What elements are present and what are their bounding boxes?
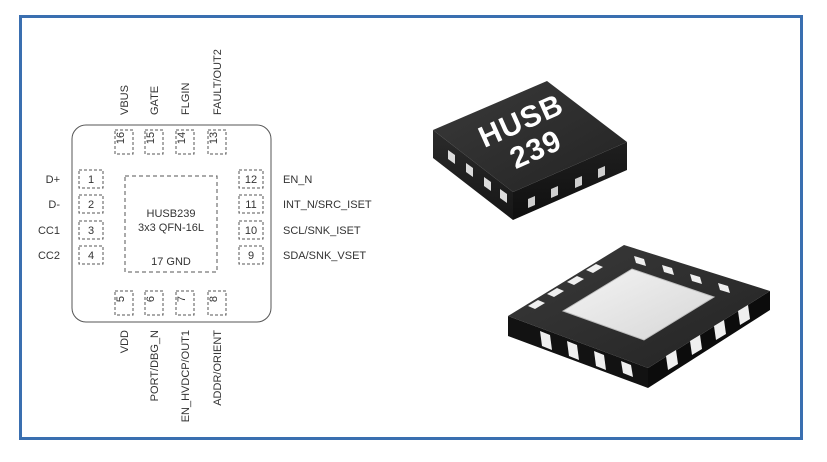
pin-number: 16 <box>115 132 127 144</box>
pin-name: CC2 <box>38 250 60 262</box>
pin-name: VDD <box>119 330 131 353</box>
pin-name: SCL/SNK_ISET <box>283 225 361 237</box>
exposed-pad-3d <box>561 268 716 341</box>
pin-number: 5 <box>115 296 127 302</box>
pin-name: SDA/SNK_VSET <box>283 250 366 262</box>
chip-3d-top-view: HUSB 239 <box>433 81 627 220</box>
pin-right-9: 9 SDA/SNK_VSET <box>238 245 366 265</box>
pin-name: EN_HVDCP/OUT1 <box>180 330 192 422</box>
exposed-pad-label: 17 GND <box>151 256 191 268</box>
pin-name: CC1 <box>38 225 60 237</box>
chip-3d-bottom-view <box>508 245 770 388</box>
pin-name: FLGIN <box>180 83 192 115</box>
pin-name: ADDR/ORIENT <box>212 330 224 406</box>
pin-right-12: 12 EN_N <box>238 169 312 189</box>
pin-bottom-7: 7EN_HVDCP/OUT1 <box>175 290 195 422</box>
pin-number: 4 <box>88 250 94 262</box>
chip-name: HUSB239 <box>147 208 196 220</box>
pin-name: GATE <box>149 86 161 115</box>
pin-number: 8 <box>208 296 220 302</box>
pin-left-4: 4 CC2 <box>38 245 104 265</box>
pin-top-13: 13 FAULT/OUT2 <box>207 49 227 155</box>
pin-name: D- <box>48 199 60 211</box>
pin-number: 1 <box>88 174 94 186</box>
pin-top-14: 14 FLGIN <box>175 83 195 155</box>
pin-name: PORT/DBG_N <box>149 330 161 401</box>
pin-number: 7 <box>176 296 188 302</box>
pin-number: 14 <box>176 132 188 144</box>
pins: 1 D+ 2 D- 3 CC1 4 CC2 12 EN_N 11 INT_N/SRC_ISET 10 SC… <box>38 49 372 422</box>
figure-frame: HUSB239 3x3 QFN-16L 17 GND 1 D+ 2 D- 3 CC1 4 CC… <box>19 15 803 440</box>
pin-number: 13 <box>208 132 220 144</box>
pin-top-16: 16 VBUS <box>114 85 134 155</box>
pin-number: 15 <box>145 132 157 144</box>
pin-name: FAULT/OUT2 <box>212 49 224 115</box>
pin-number: 6 <box>145 296 157 302</box>
pin-number: 2 <box>88 199 94 211</box>
pin-left-2: 2 D- <box>48 194 104 214</box>
pin-number: 10 <box>245 225 257 237</box>
pin-name: D+ <box>46 174 60 186</box>
pin-number: 9 <box>248 250 254 262</box>
pinout-diagram: HUSB239 3x3 QFN-16L 17 GND 1 D+ 2 D- 3 CC1 4 CC… <box>38 49 372 422</box>
pin-name: INT_N/SRC_ISET <box>283 199 372 211</box>
pin-right-11: 11 INT_N/SRC_ISET <box>238 194 372 214</box>
pin-number: 12 <box>245 174 257 186</box>
pin-left-1: 1 D+ <box>46 169 104 189</box>
pin-left-3: 3 CC1 <box>38 220 104 240</box>
pin-top-15: 15 GATE <box>144 86 164 155</box>
exposed-pad-outline <box>124 175 218 273</box>
chip-package: 3x3 QFN-16L <box>138 222 204 234</box>
pin-name: EN_N <box>283 174 312 186</box>
pinout-figure: HUSB239 3x3 QFN-16L 17 GND 1 D+ 2 D- 3 CC1 4 CC… <box>38 49 770 422</box>
pin-right-10: 10 SCL/SNK_ISET <box>238 220 361 240</box>
pin-name: VBUS <box>119 85 131 115</box>
package-outline <box>71 124 272 323</box>
pin-number: 11 <box>245 199 256 211</box>
pin-number: 3 <box>88 225 94 237</box>
